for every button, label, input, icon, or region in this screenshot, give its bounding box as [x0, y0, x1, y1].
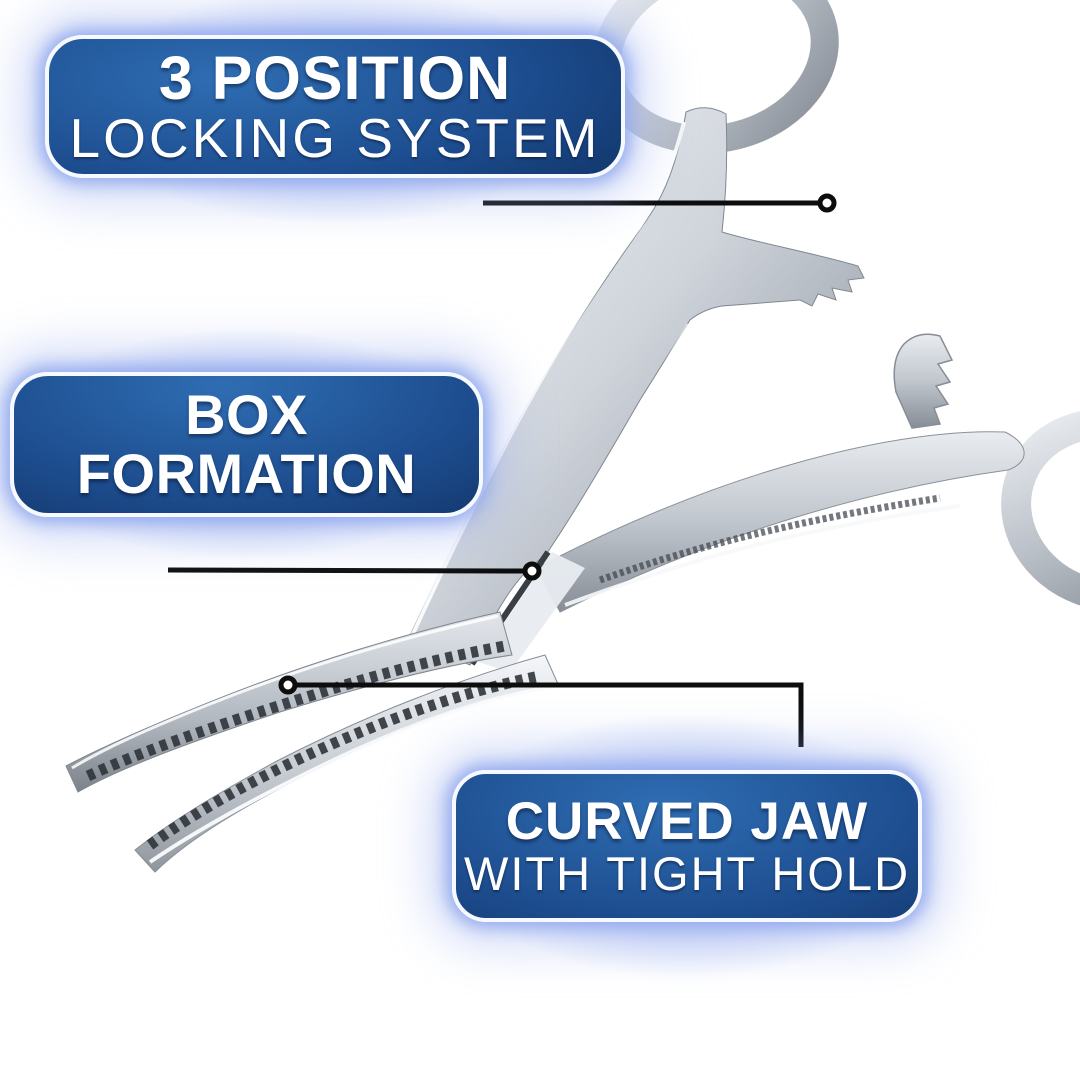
leader-dot-box: [522, 561, 542, 581]
upper-jaw-highlight: [71, 614, 499, 770]
leader-dot-locking: [817, 193, 837, 213]
finger-ring-right: [1001, 408, 1080, 612]
callout-locking-system: 3 POSITION LOCKING SYSTEM: [45, 35, 625, 178]
shank-left-edge-light: [596, 323, 690, 479]
callout-jaw-line2: WITH TIGHT HOLD: [463, 846, 911, 900]
leader-dot-jaw: [278, 675, 298, 695]
shank-right-knurl: [598, 494, 941, 584]
callout-locking-line2: LOCKING SYSTEM: [69, 107, 601, 170]
upper-jaw-serration: [85, 640, 506, 781]
leader-line-box: [167, 567, 524, 574]
callout-jaw-line1: CURVED JAW: [505, 792, 869, 852]
ratchet-steps: [893, 333, 954, 429]
callout-locking-line1: 3 POSITION: [158, 43, 512, 112]
callout-box-formation: BOX FORMATION: [10, 372, 483, 517]
callout-curved-jaw: CURVED JAW WITH TIGHT HOLD: [452, 770, 922, 922]
leader-line-jaw: [296, 682, 804, 747]
shank-right-highlight: [564, 504, 961, 607]
callout-box-line1: BOX FORMATION: [76, 383, 417, 505]
